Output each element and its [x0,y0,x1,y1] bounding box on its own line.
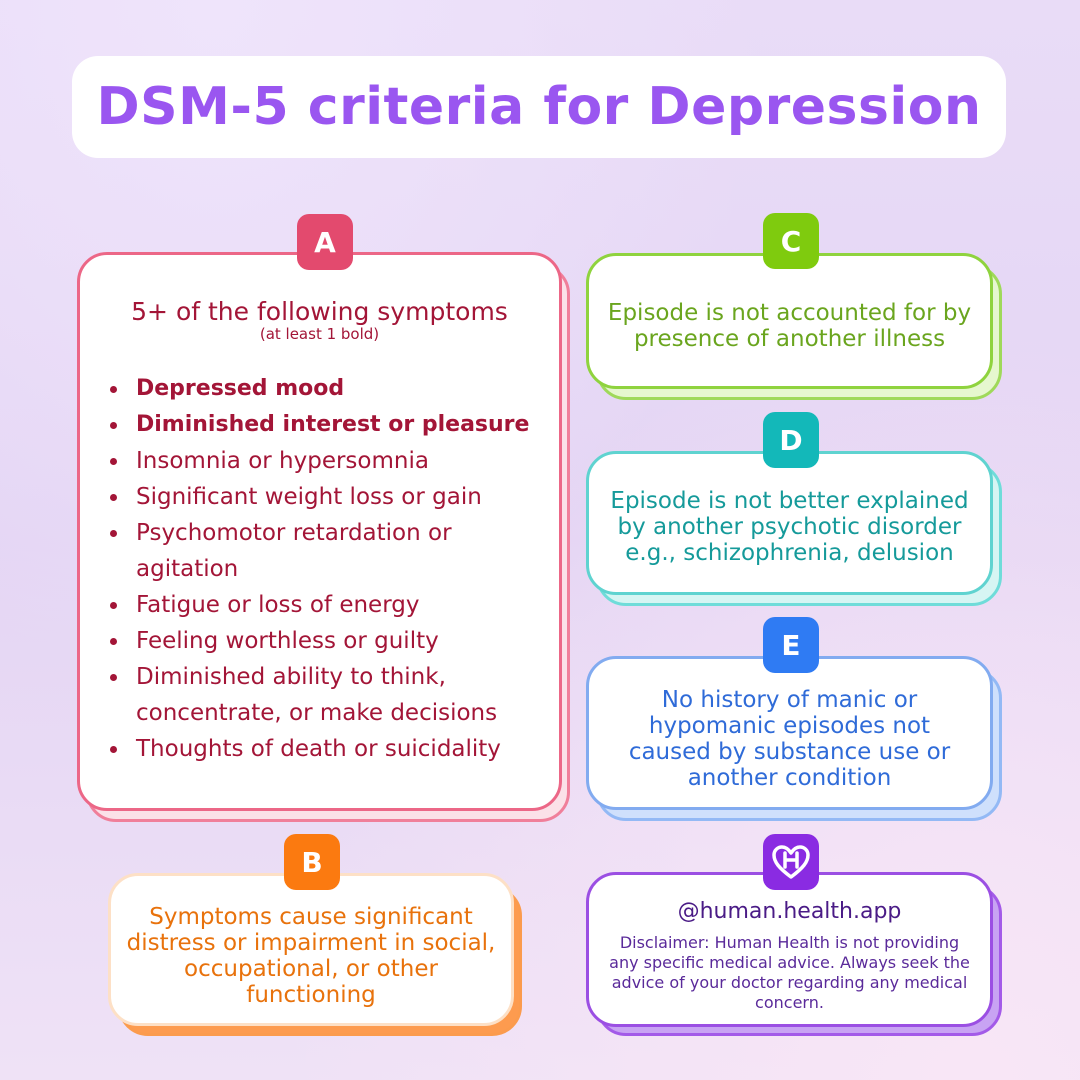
symptom-item: Diminished interest or pleasure [108,407,548,443]
card-e-text: No history of manic or hypomanic episode… [628,687,951,791]
badge-c: C [763,213,819,269]
badge-e: E [763,617,819,673]
card-d: Episode is not better explained by anoth… [586,451,993,595]
disclaimer-text: Disclaimer: Human Health is not providin… [609,933,970,1012]
card-c-text: Episode is not accounted for by presence… [607,300,972,352]
symptom-list: Depressed mood Diminished interest or pl… [108,371,548,767]
card-b-text: Symptoms cause significant distress or i… [126,904,496,1008]
badge-b: B [284,834,340,890]
card-e: No history of manic or hypomanic episode… [586,656,993,810]
title-box: DSM-5 criteria for Depression [72,56,1006,158]
card-a: 5+ of the following symptoms (at least 1… [77,252,562,811]
footer-card: @human.health.app Disclaimer: Human Heal… [586,872,993,1027]
symptom-item: Fatigue or loss of energy [108,587,548,623]
card-b: Symptoms cause significant distress or i… [108,873,514,1026]
badge-d: D [763,412,819,468]
symptom-item: Thoughts of death or suicidality [108,731,548,767]
symptom-item: Depressed mood [108,371,548,407]
card-c: Episode is not accounted for by presence… [586,253,993,389]
heart-h-logo-icon-svg [772,845,810,879]
symptom-item: Diminished ability to think, concentrate… [108,659,548,731]
heart-h-logo-icon [763,834,819,890]
symptom-item: Insomnia or hypersomnia [108,443,548,479]
symptom-item: Feeling worthless or guilty [108,623,548,659]
card-a-heading: 5+ of the following symptoms [131,297,508,326]
card-d-text: Episode is not better explained by anoth… [610,488,969,566]
symptom-item: Significant weight loss or gain [108,479,548,515]
badge-a: A [297,214,353,270]
symptom-item: Psychomotor retardation or agitation [108,515,548,587]
social-handle: @human.health.app [677,899,902,924]
page-title: DSM-5 criteria for Depression [96,77,982,137]
card-a-subheading: (at least 1 bold) [259,325,380,343]
